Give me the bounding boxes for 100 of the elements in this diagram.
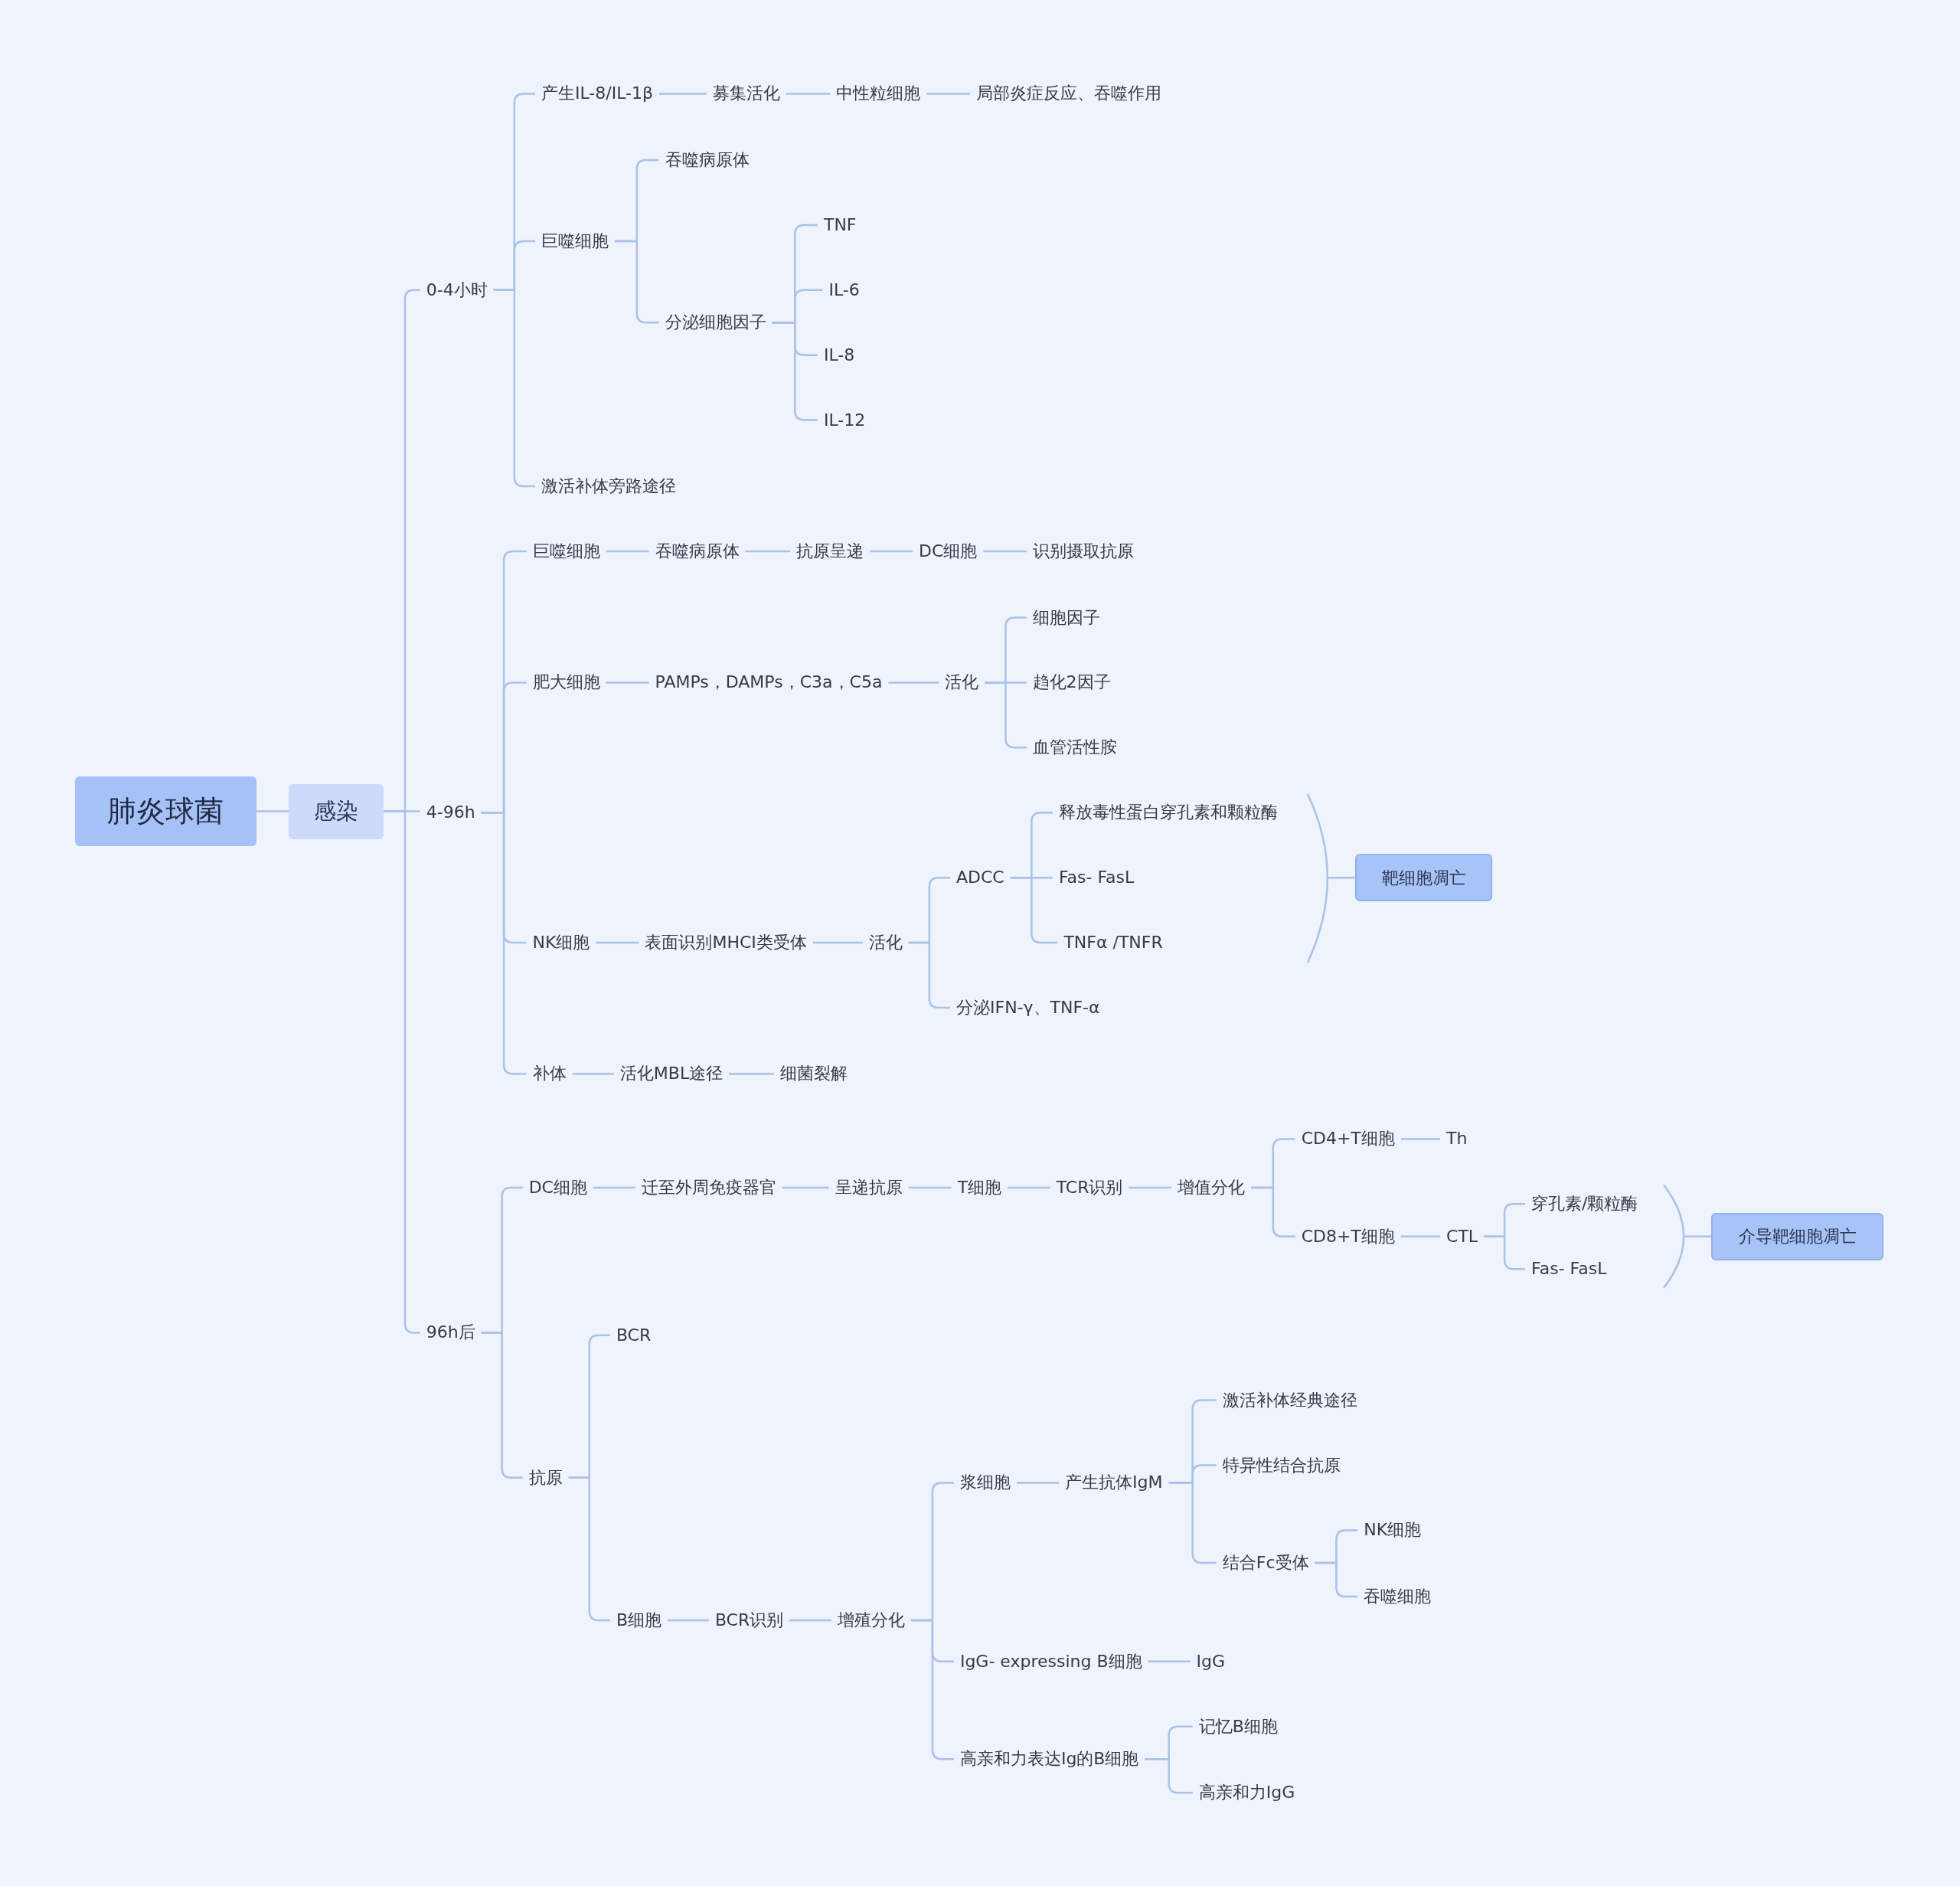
topic-text: 浆细胞 [959, 1471, 1011, 1495]
topic-text: 释放毒性蛋白穿孔素和颗粒酶 [1058, 801, 1278, 825]
connector-line [983, 550, 1027, 553]
topic-text: 局部炎症反应、吞噬作用 [976, 82, 1162, 106]
topic-text: 补体 [532, 1062, 567, 1086]
connector-line [1400, 1235, 1441, 1237]
connector-line [812, 941, 863, 944]
connector-line [926, 93, 971, 95]
topic-text: TNFα /TNFR [1063, 931, 1163, 955]
connector-line [1148, 1660, 1191, 1663]
topic-text: 中性粒细胞 [836, 82, 921, 106]
connector-line [596, 941, 639, 944]
topic-text: T细胞 [957, 1176, 1002, 1200]
topic-text: 表面识别MHCI类受体 [645, 931, 807, 955]
topic-text: 穿孔素/颗粒酶 [1531, 1192, 1638, 1216]
topic-text: PAMPs，DAMPs，C3a，C5a [655, 671, 883, 695]
connector-line [1145, 1757, 1193, 1794]
connector-line [606, 682, 649, 684]
topic-text: 增殖分化 [837, 1608, 905, 1632]
central-topic: 肺炎球菌 [74, 776, 256, 847]
topic-text: DC细胞 [919, 540, 978, 563]
topic-text: 产生IL-8/IL-1β [541, 82, 653, 106]
connector-line [1008, 1186, 1050, 1189]
topic-text: 记忆B细胞 [1198, 1714, 1278, 1738]
topic-text: NK细胞 [532, 931, 590, 955]
topic-text: IL-8 [823, 343, 855, 367]
topic-text: 分泌细胞因子 [665, 311, 766, 335]
connector-line [668, 1619, 709, 1622]
topic-text: 激活补体旁路途径 [541, 475, 676, 498]
connector-line [1400, 1138, 1441, 1140]
connector-line [1327, 876, 1355, 879]
topic-text: 抗原呈递 [796, 540, 864, 563]
topic-text: 高亲和力IgG [1198, 1781, 1295, 1805]
connector-line [729, 1073, 774, 1075]
connector-line [659, 93, 707, 95]
topic-text: 血管活性胺 [1032, 736, 1117, 760]
topic-text: 结合Fc受体 [1222, 1551, 1309, 1574]
main-topic: 感染 [289, 783, 384, 839]
connector-line [1684, 1235, 1712, 1237]
topic-text: B细胞 [616, 1608, 662, 1632]
topic-text: 活化 [945, 671, 979, 695]
topic-text: CD4+T细胞 [1301, 1127, 1395, 1151]
connector-line [1016, 1482, 1060, 1484]
topic-text: TCR识别 [1056, 1176, 1123, 1200]
topic-text: 0-4小时 [426, 278, 488, 302]
topic-text: 巨噬细胞 [541, 230, 609, 253]
topic-text: 吞噬细胞 [1364, 1584, 1432, 1608]
topic-text: BCR识别 [714, 1608, 784, 1632]
connector-line [782, 1186, 829, 1189]
topic-text: 96h后 [426, 1321, 475, 1345]
connector-line [745, 550, 790, 553]
connector-line [870, 550, 913, 553]
topic-text: 识别摄取抗原 [1032, 540, 1134, 563]
topic-text: 活化 [868, 931, 903, 955]
topic-text: 细菌裂解 [779, 1062, 848, 1086]
topic-text: BCR [616, 1323, 652, 1347]
connector-line [786, 93, 831, 95]
topic-text: 肥大细胞 [532, 671, 600, 695]
topic-text: 迁至外周免疫器官 [641, 1176, 776, 1200]
connector-line [1129, 1186, 1171, 1189]
connector-line [888, 682, 939, 684]
topic-text: 高亲和力表达Ig的B细胞 [959, 1747, 1139, 1771]
topic-text: ADCC [956, 866, 1004, 890]
topic-text: 4-96h [426, 801, 475, 825]
topic-text: 活化MBL途径 [619, 1062, 724, 1086]
topic-text: Fas- FasL [1058, 866, 1135, 890]
topic-text: 吞噬病原体 [655, 540, 740, 563]
connector-line [1315, 1561, 1358, 1598]
connector-line [1168, 1482, 1217, 1564]
summary-topic: 靶细胞凋亡 [1354, 854, 1493, 902]
topic-text: 激活补体经典途径 [1222, 1388, 1357, 1412]
topic-text: IgG- expressing B细胞 [959, 1649, 1142, 1673]
topic-text: 增值分化 [1178, 1176, 1245, 1200]
connector-line [256, 810, 289, 812]
connector-line [593, 1186, 635, 1189]
topic-text: TNF [823, 213, 857, 237]
topic-text: DC细胞 [528, 1176, 587, 1200]
connector-line [789, 1619, 831, 1622]
topic-text: Fas- FasL [1531, 1257, 1607, 1281]
topic-text: 募集活化 [712, 82, 780, 106]
topic-text: CD8+T细胞 [1301, 1224, 1395, 1248]
connector-line [606, 550, 649, 553]
topic-text: IL-6 [828, 278, 860, 302]
topic-text: CTL [1446, 1224, 1478, 1248]
topic-text: 吞噬病原体 [665, 149, 750, 172]
connector-line [572, 1073, 614, 1075]
connector-line [908, 1186, 952, 1189]
topic-text: 趋化2因子 [1032, 671, 1111, 695]
topic-text: NK细胞 [1364, 1518, 1422, 1542]
summary-topic: 介导靶细胞凋亡 [1711, 1212, 1884, 1260]
topic-text: IgG [1196, 1649, 1225, 1673]
topic-text: Th [1446, 1127, 1468, 1151]
topic-text: 抗原 [528, 1466, 563, 1489]
topic-text: 分泌IFN-γ、TNF-α [956, 995, 1100, 1019]
topic-text: 细胞因子 [1032, 606, 1100, 629]
topic-text: 巨噬细胞 [532, 540, 600, 563]
connector-line [1010, 876, 1058, 944]
topic-text: 特异性结合抗原 [1222, 1453, 1341, 1477]
topic-text: 呈递抗原 [835, 1176, 903, 1200]
topic-text: IL-12 [823, 408, 866, 432]
